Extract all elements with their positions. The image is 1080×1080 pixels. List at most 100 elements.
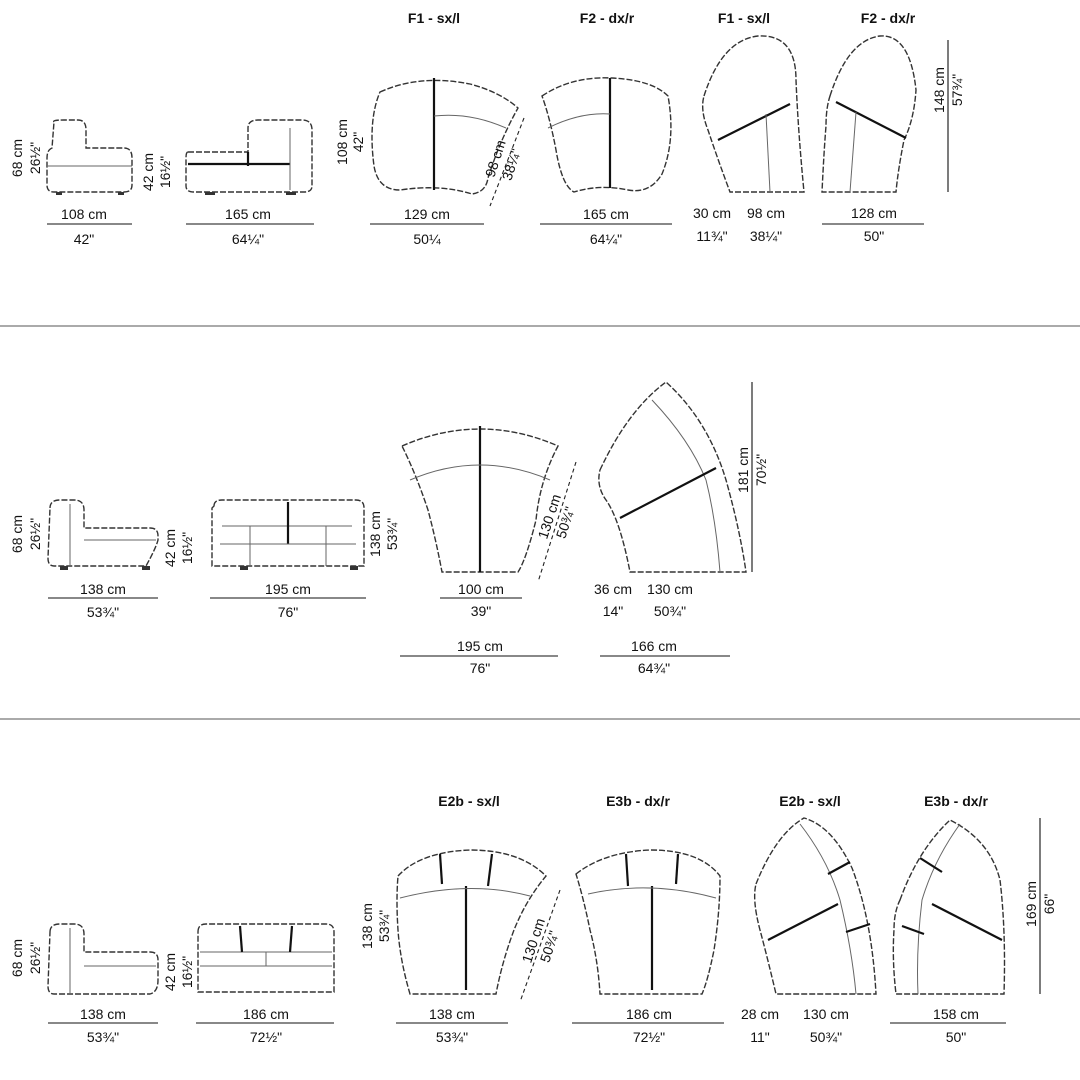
w2-inch: 38¼" — [750, 228, 782, 244]
width-inch: 50" — [946, 1029, 967, 1045]
width-inch: 64¼" — [232, 231, 264, 247]
height-inch: 26½" — [27, 942, 43, 974]
foot — [60, 566, 68, 570]
height-cm: 148 cm — [931, 67, 947, 113]
seat-seam — [919, 857, 943, 873]
module-label: F1 - sx/l — [718, 10, 770, 26]
width-cm: 186 cm — [243, 1006, 289, 1022]
w1-inch: 14" — [603, 603, 624, 619]
plan-outline — [575, 849, 721, 995]
width-cm: 158 cm — [933, 1006, 979, 1022]
side-view-outline — [47, 923, 159, 995]
width-cm: 165 cm — [225, 206, 271, 222]
tall-F1: F1 - sx/l 30 cm 11¾" 98 cm 38¼" — [693, 10, 805, 244]
module-label: F2 - dx/r — [861, 10, 916, 26]
tall-E3b: E3b - dx/r 158 cm 50" 169 cm 66" — [890, 793, 1057, 1045]
w2-cm: 130 cm — [803, 1006, 849, 1022]
height-cm: 138 cm — [359, 903, 375, 949]
seat-height-cm: 42 cm — [162, 529, 178, 567]
width-cm: 108 cm — [61, 206, 107, 222]
seat-seam — [438, 853, 444, 885]
width-cm: 129 cm — [404, 206, 450, 222]
side-view-outline — [47, 499, 159, 567]
outer-inch: 76" — [470, 660, 491, 676]
w1-inch: 11" — [750, 1029, 770, 1045]
section-3: 68 cm 26½" 138 cm 53¾" 42 cm 16½" 186 cm… — [9, 793, 1057, 1045]
width-cm: 186 cm — [626, 1006, 672, 1022]
width-cm: 165 cm — [583, 206, 629, 222]
module-label: E3b - dx/r — [924, 793, 988, 809]
seat-seam — [835, 101, 907, 139]
seat-height-cm: 42 cm — [140, 153, 156, 191]
seat-seam — [767, 903, 839, 941]
plan-F1: F1 - sx/l 108 cm 42" 98 cm 38¼" 129 cm 5… — [334, 10, 525, 247]
module-label: E2b - sx/l — [438, 793, 499, 809]
seat-height-inch: 16½" — [157, 156, 173, 188]
plan-outline — [396, 849, 547, 995]
w2-inch: 50¾" — [654, 603, 686, 619]
plan-outline — [892, 819, 1006, 995]
depth-inch: 53¾" — [384, 518, 400, 550]
seat-seam — [486, 853, 494, 887]
back-line — [433, 114, 507, 129]
seat-height-cm: 42 cm — [162, 953, 178, 991]
seat-seam — [288, 925, 294, 953]
side-view-armless: 68 cm 26½" 108 cm 42" — [9, 119, 133, 247]
module-label: E3b - dx/r — [606, 793, 670, 809]
width-cm: 195 cm — [265, 581, 311, 597]
total-cm: 166 cm — [631, 638, 677, 654]
foot — [56, 192, 62, 195]
height-cm: 108 cm — [334, 119, 350, 165]
arm-line — [849, 111, 857, 193]
total-inch: 64¾" — [638, 660, 670, 676]
back-line — [409, 464, 551, 481]
height-cm: 181 cm — [735, 447, 751, 493]
seat-seam — [845, 922, 871, 934]
height-inch: 57¾" — [949, 74, 965, 106]
plan-E2b: E2b - sx/l 138 cm 53¾" 130 cm 50¾" 138 c… — [359, 793, 562, 1045]
w2-cm: 98 cm — [747, 205, 785, 221]
back-line — [587, 887, 717, 899]
height-inch: 42" — [350, 132, 366, 153]
w1-cm: 28 cm — [741, 1006, 779, 1022]
height-inch: 26½" — [27, 142, 43, 174]
tall-E2b: E2b - sx/l 28 cm 11" 130 cm 50¾" — [741, 793, 877, 1045]
w1-cm: 36 cm — [594, 581, 632, 597]
back-line — [399, 888, 531, 899]
width-inch: 53¾" — [436, 1029, 468, 1045]
seat-seam — [717, 103, 791, 141]
section-2: 68 cm 26½" 138 cm 53¾" 42 cm 16½" 195 cm… — [9, 381, 769, 676]
side-view-chaise: 68 cm 26½" 138 cm 53¾" — [9, 499, 159, 620]
tall-fan: 181 cm 70½" 36 cm 14" 130 cm 50¾" 166 cm… — [594, 381, 769, 676]
tall-F2: F2 - dx/r 128 cm 50" 148 cm 57¾" — [821, 10, 965, 244]
arm-line — [765, 113, 771, 193]
width-inch: 50¼ — [413, 231, 441, 247]
foot — [350, 566, 358, 570]
arm-line — [799, 823, 857, 995]
height-cm: 68 cm — [9, 515, 25, 553]
arm-line — [651, 399, 721, 573]
width-inch: 76" — [278, 604, 299, 620]
plan-F2: F2 - dx/r 165 cm 64¼" — [540, 10, 672, 247]
height-cm: 68 cm — [9, 139, 25, 177]
plan-outline — [821, 35, 917, 193]
foot — [286, 192, 296, 195]
foot — [142, 566, 150, 570]
outer-cm: 195 cm — [457, 638, 503, 654]
plan-outline — [598, 381, 747, 573]
seat-seam — [901, 924, 925, 936]
width-inch: 53¾" — [87, 604, 119, 620]
w1-inch: 11¾" — [696, 228, 727, 244]
seat-seam — [238, 925, 244, 953]
width-cm: 138 cm — [80, 1006, 126, 1022]
front-view-sofa: 42 cm 16½" 186 cm 72½" — [162, 923, 335, 1045]
w2-inch: 50¾" — [810, 1029, 842, 1045]
width-cm: 138 cm — [429, 1006, 475, 1022]
seat-height-inch: 16½" — [179, 956, 195, 988]
plan-outline — [701, 35, 805, 193]
plan-outline — [753, 817, 877, 995]
seat-seam — [624, 853, 630, 887]
foot — [240, 566, 248, 570]
module-label: E2b - sx/l — [779, 793, 840, 809]
seat-seam — [619, 467, 717, 519]
